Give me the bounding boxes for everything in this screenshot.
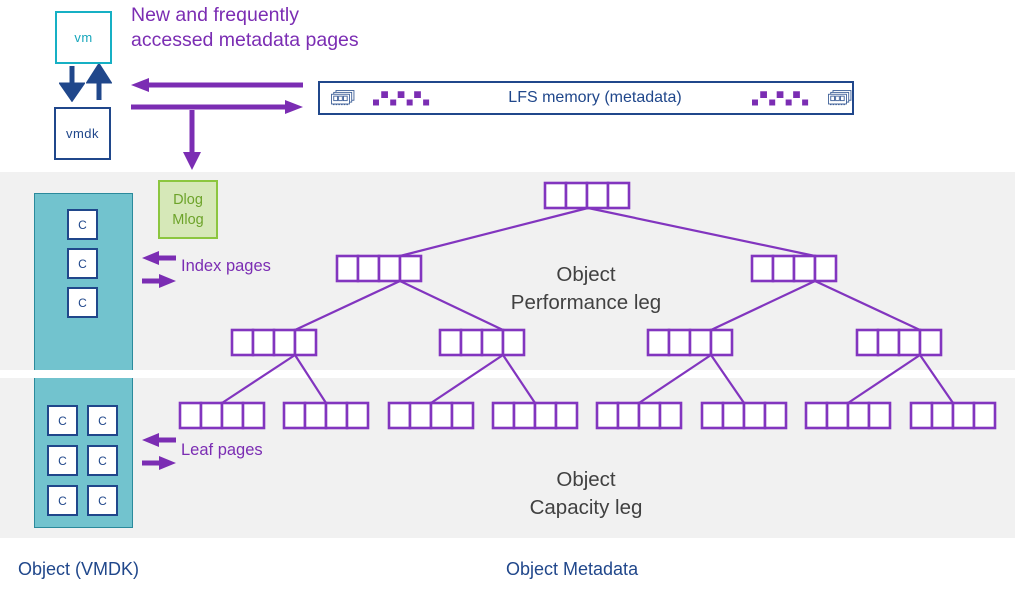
vm-label: vm bbox=[74, 30, 93, 45]
page-dots-icon bbox=[373, 91, 430, 106]
chunk-box: C bbox=[67, 287, 98, 318]
chunk-box: C bbox=[67, 248, 98, 279]
arrow-down-icon bbox=[183, 110, 201, 170]
chunk-label: C bbox=[98, 413, 107, 428]
arrow-down-icon bbox=[59, 66, 85, 102]
page-dots-icon bbox=[751, 91, 808, 106]
perf-line-1: Object bbox=[556, 263, 616, 286]
chunk-box: C bbox=[87, 405, 118, 436]
chunk-label: C bbox=[78, 217, 87, 232]
dlog-mlog-box: Dlog Mlog bbox=[158, 180, 218, 239]
chunk-box: C bbox=[47, 445, 78, 476]
caption-object-vmdk: Object (VMDK) bbox=[18, 559, 140, 579]
memory-chip-icon bbox=[331, 90, 355, 106]
chunk-label: C bbox=[98, 453, 107, 468]
chunk-box: C bbox=[87, 485, 118, 516]
chunk-label: C bbox=[98, 493, 107, 508]
arrow-up-icon bbox=[86, 64, 112, 100]
lfs-memory-bar: LFS memory (metadata) bbox=[318, 81, 854, 115]
vmdk-label: vmdk bbox=[65, 126, 100, 141]
dlog-label: Dlog bbox=[173, 192, 203, 208]
cap-line-1: Object bbox=[556, 468, 616, 491]
lfs-memory-label: LFS memory (metadata) bbox=[508, 89, 682, 106]
capacity-leg-caption: Object Capacity leg bbox=[446, 466, 726, 522]
caption-object-metadata: Object Metadata bbox=[506, 559, 639, 579]
chunk-label: C bbox=[58, 453, 67, 468]
chunk-box: C bbox=[67, 209, 98, 240]
chunk-box: C bbox=[87, 445, 118, 476]
arrow-right-icon bbox=[131, 100, 303, 114]
mlog-label: Mlog bbox=[172, 212, 204, 228]
arrow-left-icon bbox=[131, 78, 303, 92]
leaf-pages-label: Leaf pages bbox=[181, 441, 263, 459]
chunk-label: C bbox=[58, 413, 67, 428]
header-caption: New and frequently accessed metadata pag… bbox=[131, 4, 359, 51]
bidirectional-arrows-icon bbox=[142, 251, 176, 288]
vm-box: vm bbox=[55, 11, 112, 64]
vmdk-box: vmdk bbox=[54, 107, 111, 160]
cap-line-2: Capacity leg bbox=[529, 496, 643, 519]
bidirectional-arrows-icon bbox=[142, 433, 176, 470]
column-gap-divider bbox=[33, 370, 134, 378]
chunk-box: C bbox=[47, 405, 78, 436]
object-vmdk-column bbox=[34, 193, 133, 528]
chunk-label: C bbox=[78, 256, 87, 271]
memory-chip-icon bbox=[827, 90, 851, 106]
perf-line-2: Performance leg bbox=[510, 291, 662, 314]
performance-leg-caption: Object Performance leg bbox=[446, 261, 726, 317]
chunk-box: C bbox=[47, 485, 78, 516]
chunk-label: C bbox=[58, 493, 67, 508]
index-pages-label: Index pages bbox=[181, 257, 271, 275]
chunk-label: C bbox=[78, 295, 87, 310]
